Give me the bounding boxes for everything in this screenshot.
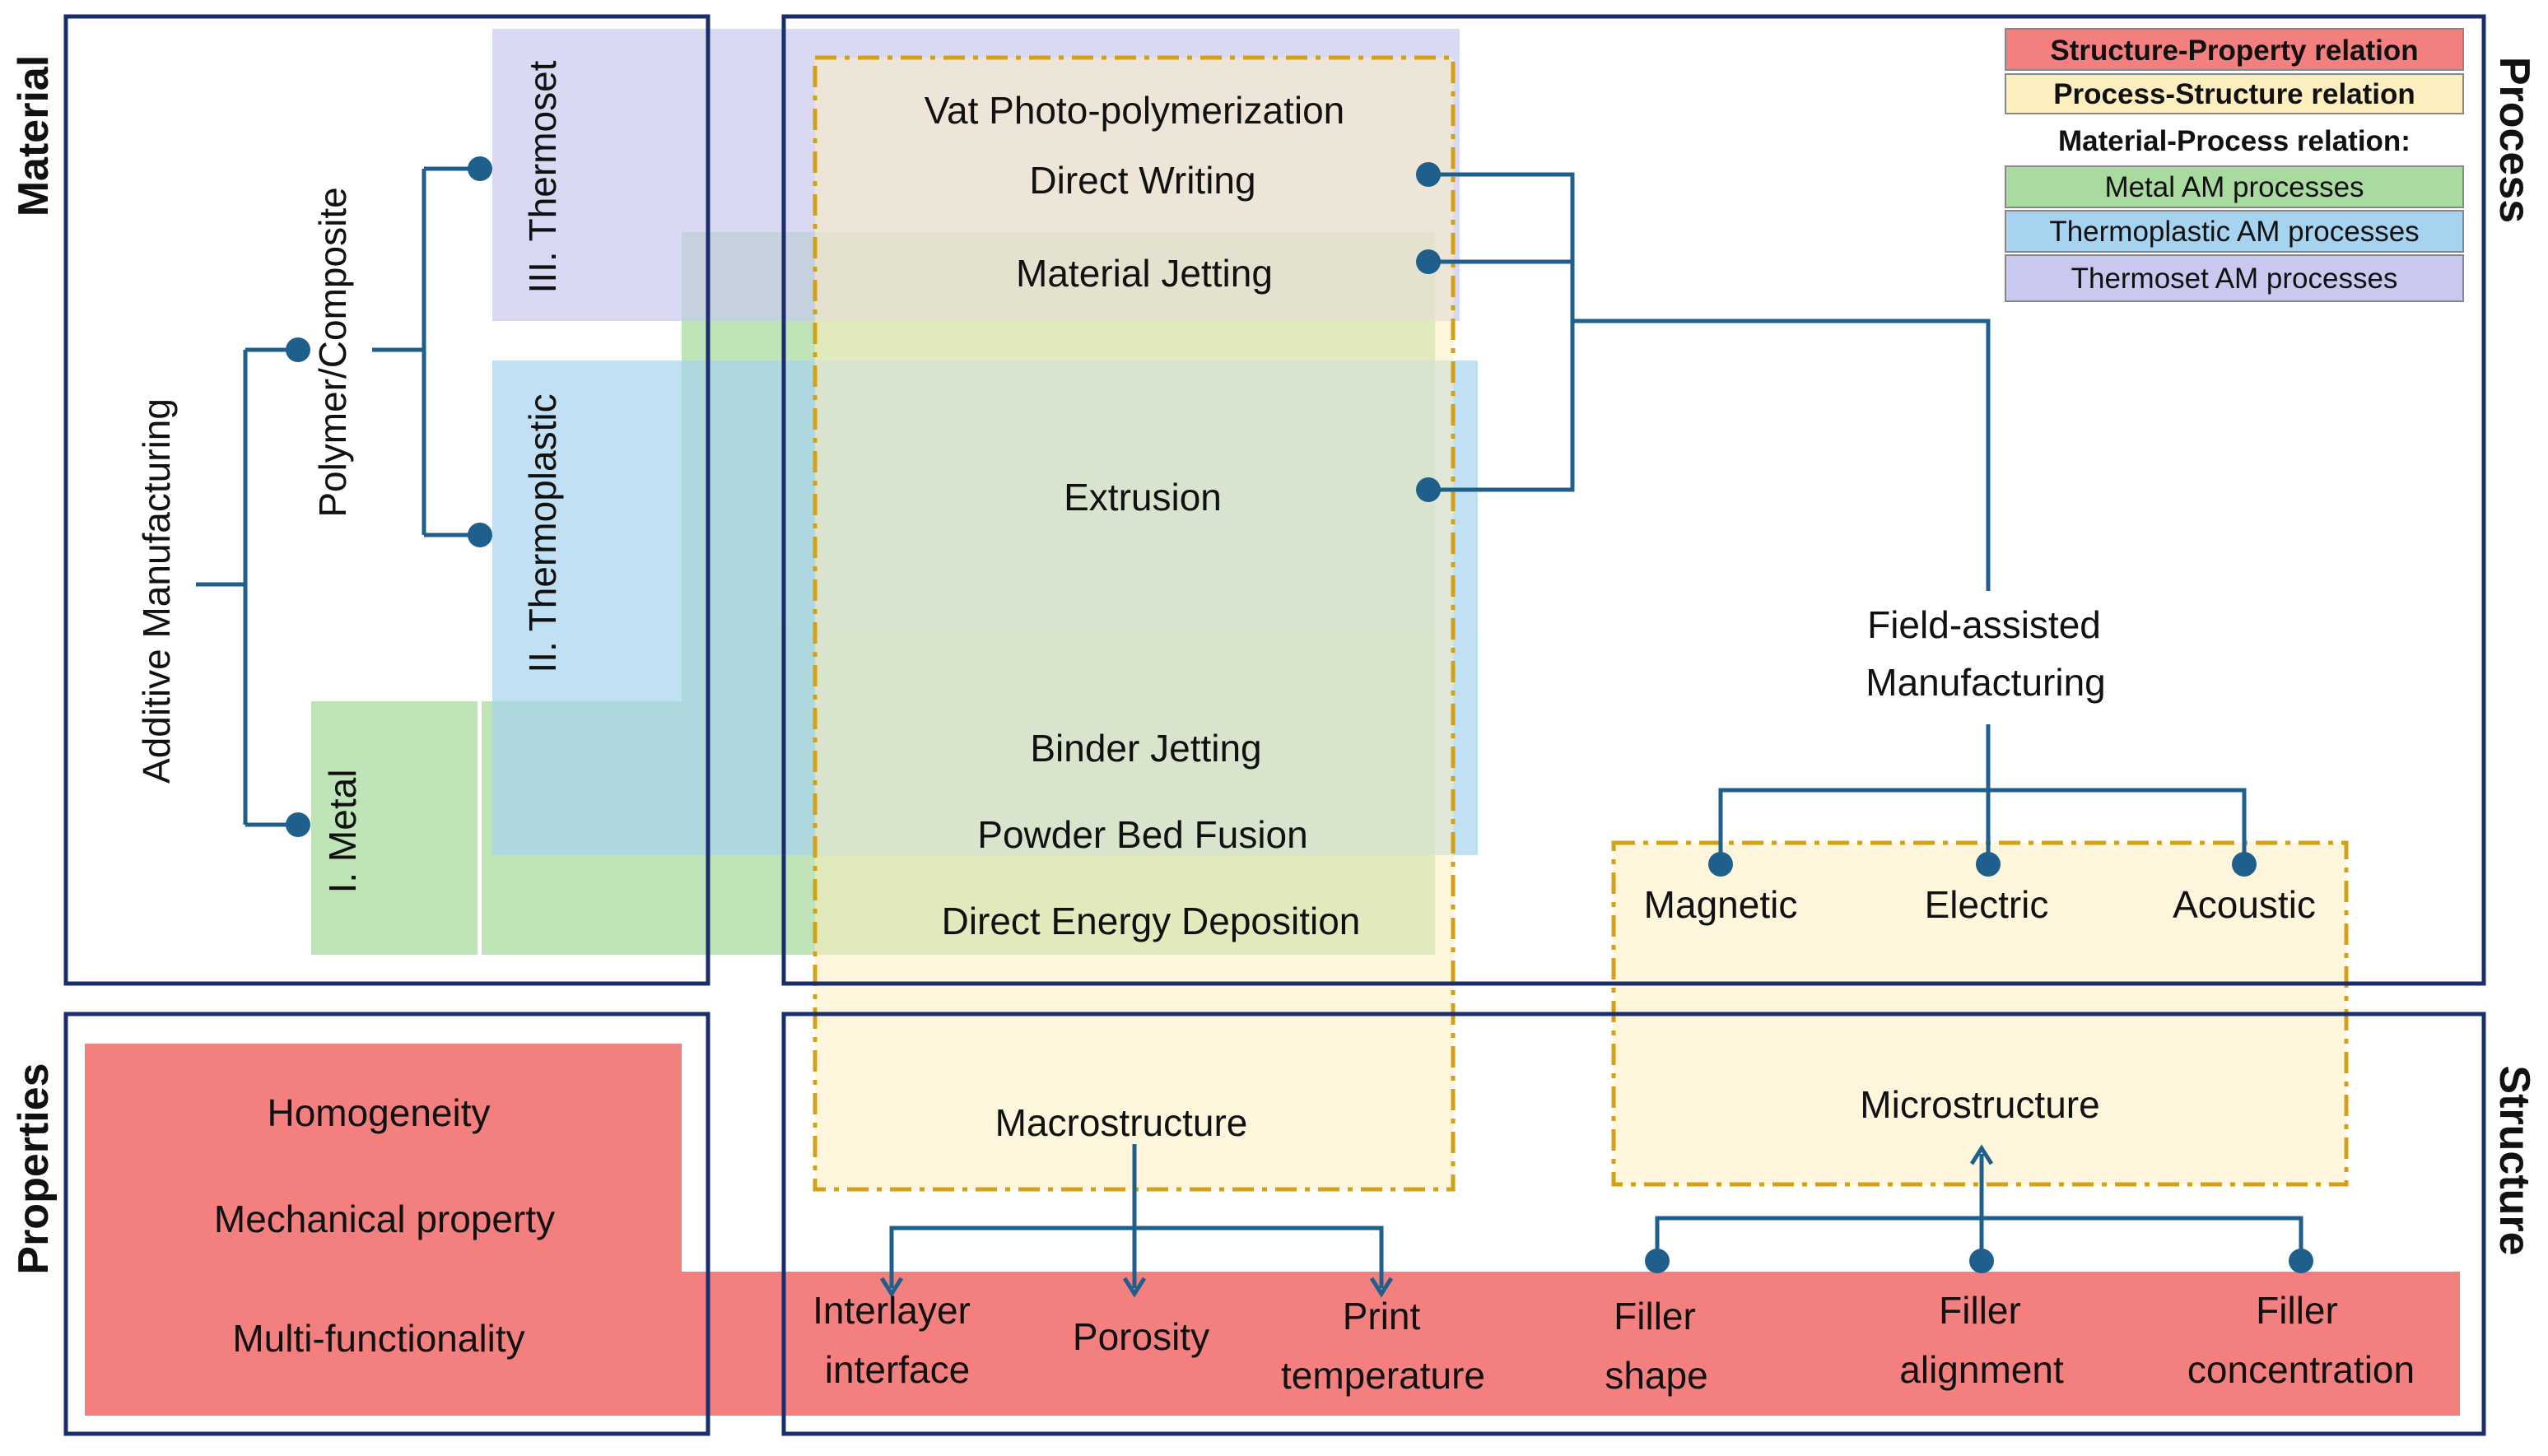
process-label-powder-bed-fusion: Powder Bed Fusion: [977, 813, 1307, 856]
field-label-acoustic: Acoustic: [2173, 883, 2316, 926]
process-label-extrusion: Extrusion: [1064, 476, 1222, 519]
legend-label-structure-property: Structure-Property relation: [2050, 35, 2418, 67]
tree-label-polymer-composite: Polymer/Composite: [311, 187, 354, 517]
legend-label-thermoplastic: Thermoplastic AM processes: [2049, 216, 2419, 248]
properties-frame: [63, 1012, 710, 1436]
structure-factor-interlayer-2: interface: [825, 1348, 970, 1391]
process-label-material-jetting: Material Jetting: [1016, 252, 1273, 295]
material-frame: [63, 14, 710, 986]
metal-material-box: [311, 701, 477, 955]
structure-factor-filler-concentration-1: Filler: [2256, 1289, 2338, 1332]
quadrant-label-material: Material: [10, 55, 58, 217]
structure-label-microstructure: Microstructure: [1860, 1083, 2099, 1126]
quadrant-label-process: Process: [2490, 57, 2538, 223]
legend-swatch-thermoplastic: [2005, 210, 2464, 253]
legend-swatch-metal: [2005, 165, 2464, 208]
structure-factor-print-1: Print: [1343, 1295, 1421, 1337]
legend-swatch-thermoset: [2005, 254, 2464, 302]
quadrant-frames: [63, 14, 2486, 1436]
structure-factor-interlayer-1: Interlayer: [813, 1289, 971, 1332]
legend: Structure-Property relation Process-Stru…: [2005, 28, 2464, 302]
structure-factor-filler-alignment-2: alignment: [1899, 1348, 2064, 1391]
tree-label-thermoset: III. Thermoset: [521, 60, 564, 293]
quadrant-label-properties: Properties: [10, 1063, 58, 1274]
material-tree-connectors: [196, 156, 492, 837]
process-label-binder-jetting: Binder Jetting: [1030, 727, 1261, 770]
tree-label-metal: I. Metal: [321, 770, 364, 894]
legend-label-thermoset: Thermoset AM processes: [2071, 263, 2398, 295]
legend-label-process-structure: Process-Structure relation: [2053, 78, 2415, 110]
structure-label-macrostructure: Macrostructure: [995, 1101, 1248, 1144]
process-label-direct-writing: Direct Writing: [1029, 159, 1255, 202]
thermoplastic-material-box: [492, 361, 682, 702]
macro-yellow-box: [815, 58, 1453, 1189]
process-frame: [781, 14, 2486, 986]
tree-label-additive-manufacturing: Additive Manufacturing: [135, 398, 178, 784]
structure-factor-print-2: temperature: [1281, 1354, 1485, 1397]
field-label-magnetic: Magnetic: [1644, 883, 1798, 926]
legend-swatch-process-structure: [2005, 73, 2464, 114]
structure-factor-porosity: Porosity: [1073, 1315, 1209, 1358]
field-assisted-label-line1: Field-assisted: [1867, 603, 2101, 646]
quadrant-label-structure: Structure: [2490, 1065, 2538, 1255]
structure-factor-filler-concentration-2: concentration: [2187, 1348, 2415, 1391]
process-label-vat-photopolymerization: Vat Photo-polymerization: [925, 89, 1345, 132]
legend-label-material-process: Material-Process relation:: [2058, 125, 2411, 157]
structure-factor-filler-shape-2: shape: [1605, 1354, 1707, 1397]
tree-label-thermoplastic: II. Thermoplastic: [521, 393, 564, 672]
structure-red-band: [682, 1272, 2460, 1416]
properties-red-panel: [85, 1044, 682, 1416]
process-label-direct-energy-deposition: Direct Energy Deposition: [942, 900, 1361, 942]
field-label-electric: Electric: [1925, 883, 2049, 926]
legend-label-metal: Metal AM processes: [2104, 171, 2364, 203]
structure-property-region: [85, 1044, 2460, 1416]
field-assisted-connectors: [1416, 162, 2257, 877]
structure-frame: [781, 1012, 2486, 1436]
macrostructure-connectors: [879, 1144, 1394, 1298]
property-label-mechanical: Mechanical property: [214, 1198, 555, 1240]
microstructure-connectors: [1645, 1144, 2313, 1273]
legend-swatch-structure-property: [2005, 28, 2464, 71]
field-assisted-label-line2: Manufacturing: [1866, 661, 2106, 704]
property-label-multifunctionality: Multi-functionality: [232, 1317, 524, 1360]
structure-factor-filler-alignment-1: Filler: [1939, 1289, 2021, 1332]
property-label-homogeneity: Homogeneity: [267, 1091, 490, 1134]
structure-factor-filler-shape-1: Filler: [1614, 1295, 1696, 1337]
